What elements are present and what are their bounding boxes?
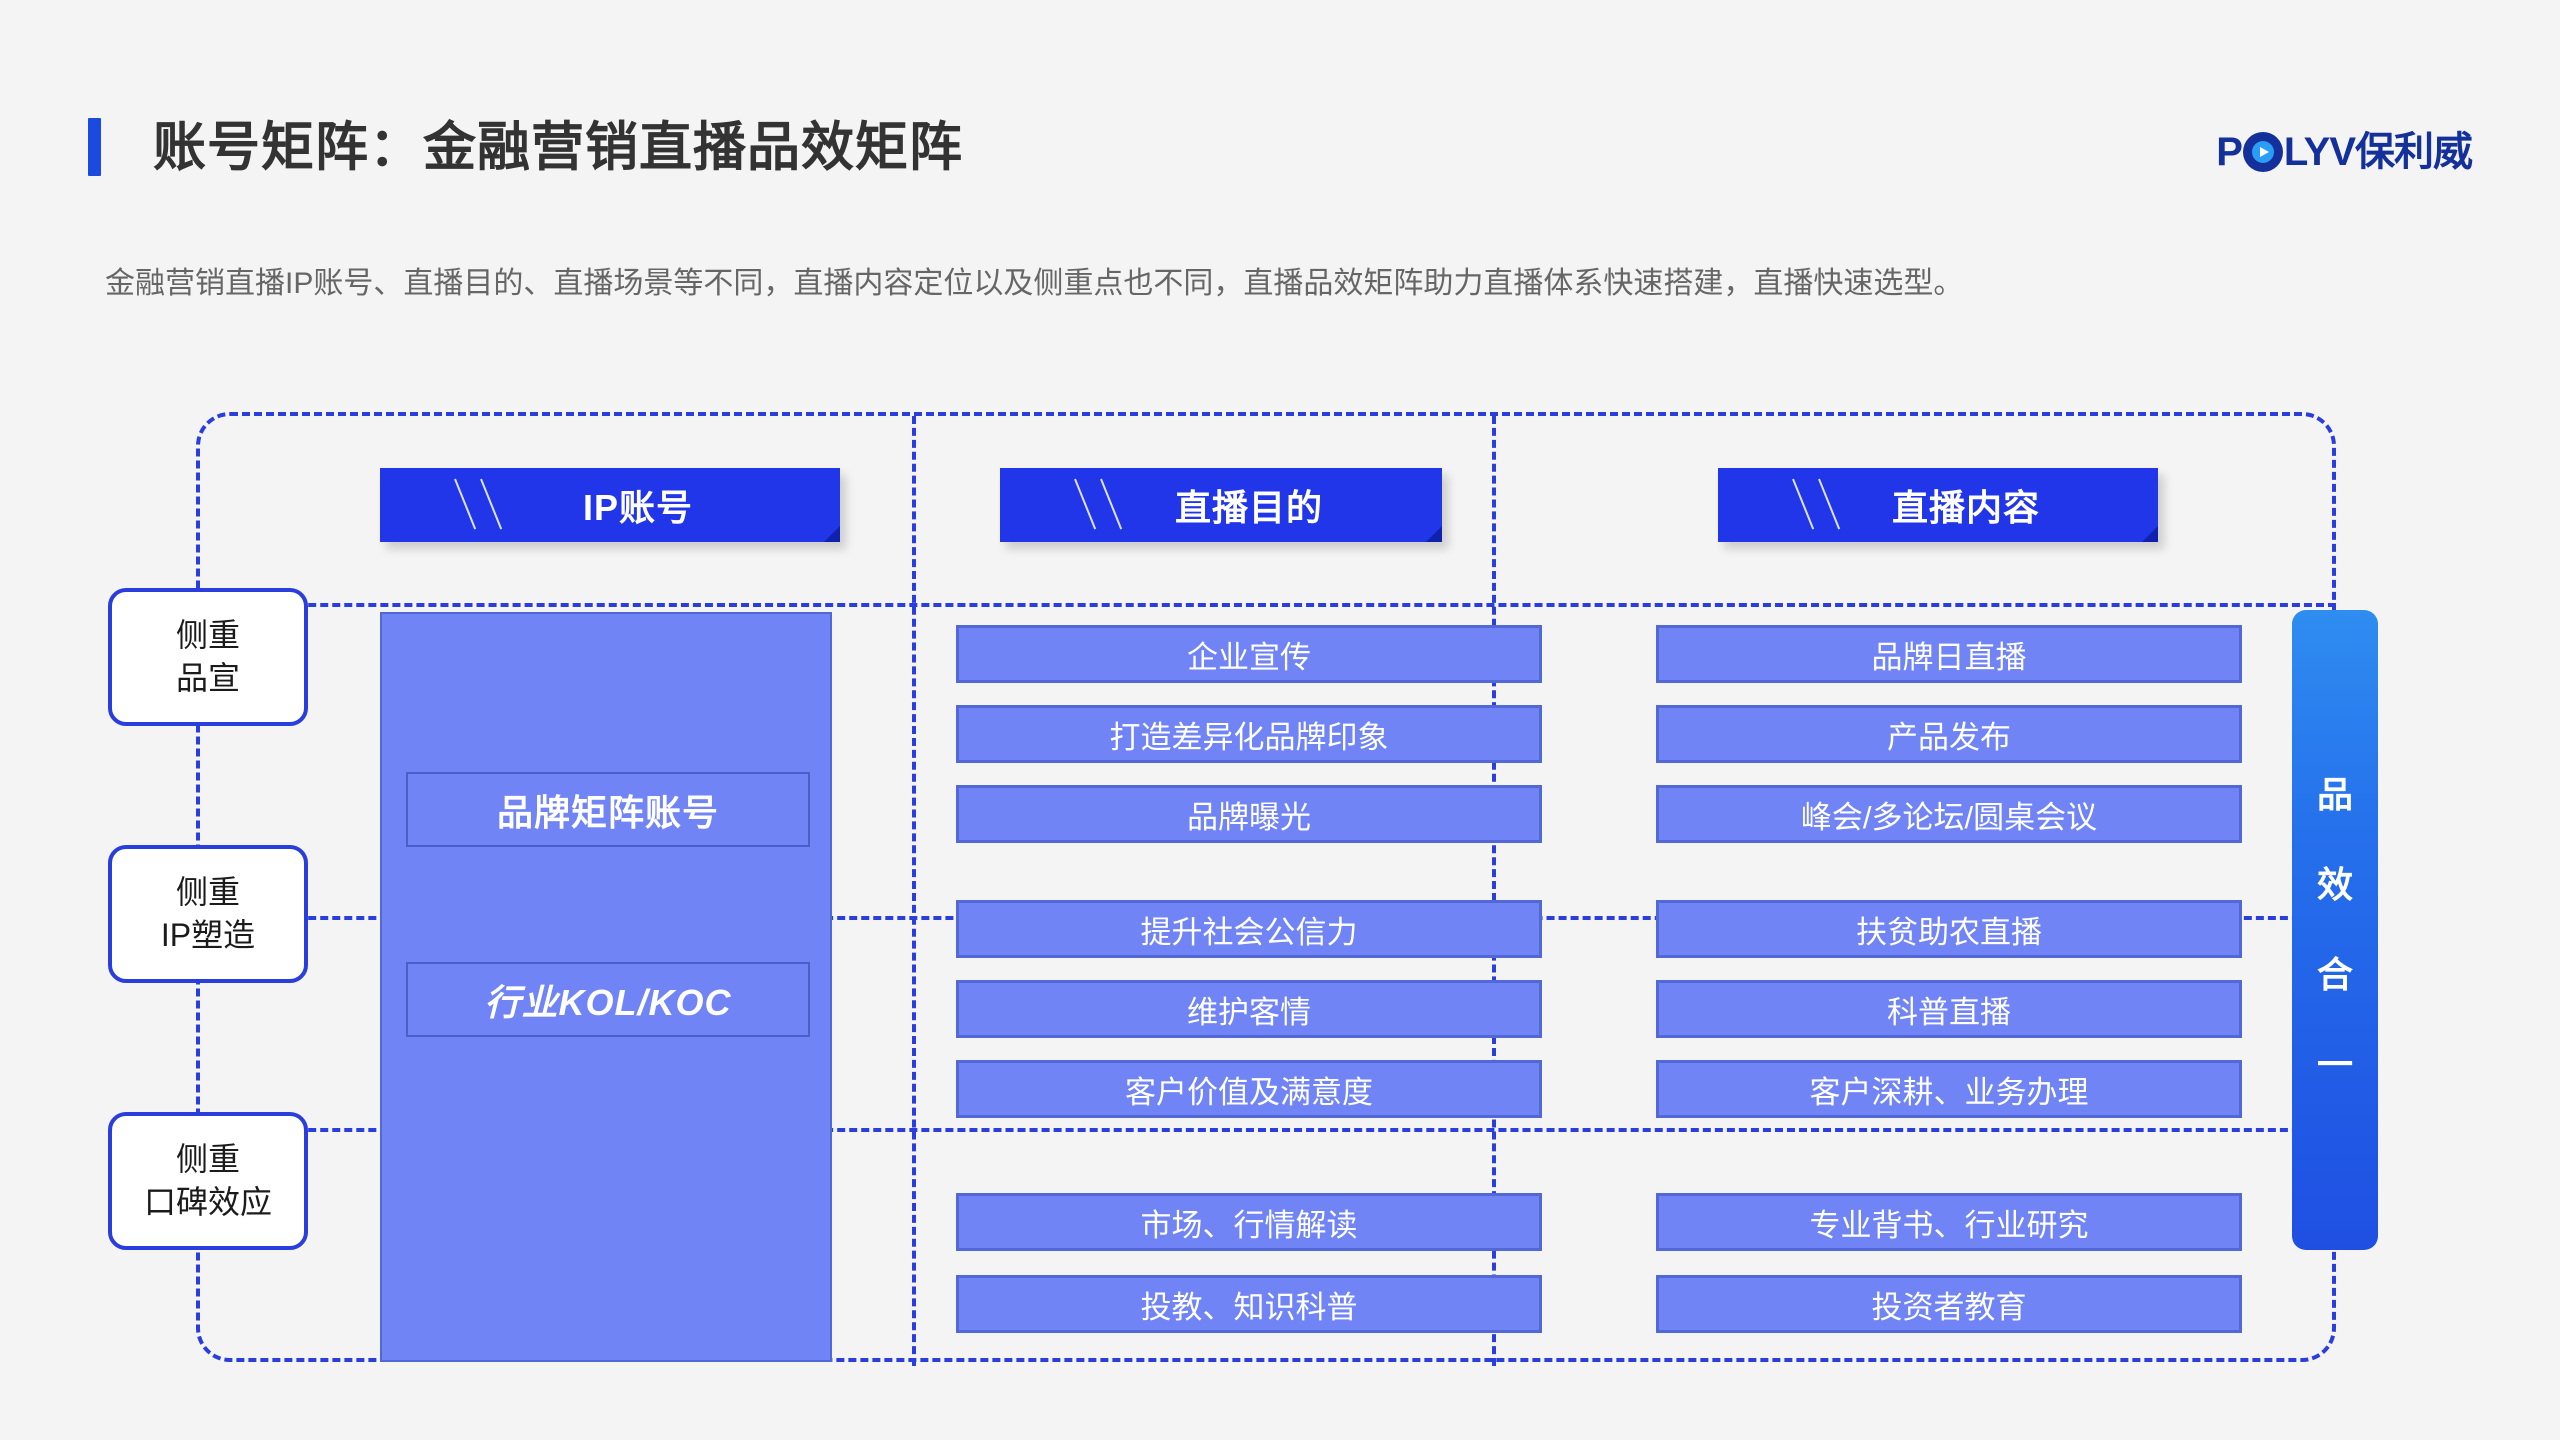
right-bar-char: 效 (2316, 864, 2353, 905)
content-cell[interactable]: 品牌日直播 (1656, 625, 2242, 683)
column-header-label: 直播内容 (1891, 487, 2040, 528)
logo-letters-lyv: LYV (2283, 130, 2356, 174)
page-header: 账号矩阵：金融营销直播品效矩阵 P LYV 保利威 (0, 0, 2560, 210)
column-header-live-purpose[interactable]: 直播目的 (1000, 468, 1442, 542)
row-label-ip-building: 侧重 IP塑造 (108, 845, 308, 983)
content-cell[interactable]: 科普直播 (1656, 980, 2242, 1038)
corner-fold-icon (1426, 526, 1442, 542)
logo-brand-cn: 保利威 (2355, 130, 2473, 174)
purpose-cell[interactable]: 提升社会公信力 (956, 900, 1542, 958)
row-label-brand-promotion: 侧重 品宣 (108, 588, 308, 726)
ip-account-label: 行业KOL/KOC (484, 981, 732, 1023)
row-label-line1: 侧重 (175, 616, 240, 653)
row-divider-3 (200, 1128, 2336, 1132)
content-cell[interactable]: 产品发布 (1656, 705, 2242, 763)
row-label-line1: 侧重 (175, 1140, 240, 1177)
row-label-line2: 品宣 (175, 660, 240, 696)
logo-text: P LYV 保利威 (2216, 130, 2473, 174)
row-divider-1 (200, 603, 2336, 607)
ip-account-industry-kol[interactable]: 行业KOL/KOC (406, 962, 810, 1037)
right-bar-char: 一 (2316, 1044, 2353, 1085)
corner-fold-icon (824, 526, 840, 542)
ip-account-column: 品牌矩阵账号 行业KOL/KOC (380, 612, 832, 1362)
purpose-cell[interactable]: 维护客情 (956, 980, 1542, 1038)
row-label-line2: 口碑效应 (143, 1184, 272, 1220)
row-label-line1: 侧重 (175, 873, 240, 910)
content-cell[interactable]: 客户深耕、业务办理 (1656, 1060, 2242, 1118)
ip-account-brand-matrix[interactable]: 品牌矩阵账号 (406, 772, 810, 847)
right-bar-char: 合 (2316, 954, 2353, 995)
slash-decoration-icon (438, 468, 518, 542)
content-cell[interactable]: 专业背书、行业研究 (1656, 1193, 2242, 1251)
purpose-cell[interactable]: 企业宣传 (956, 625, 1542, 683)
column-header-label: 直播目的 (1174, 487, 1323, 528)
title-row: 账号矩阵：金融营销直播品效矩阵 (88, 118, 963, 176)
purpose-cell[interactable]: 市场、行情解读 (956, 1193, 1542, 1251)
right-bar-char: 品 (2316, 774, 2353, 815)
title-accent-bar (88, 118, 101, 176)
content-cell[interactable]: 扶贫助农直播 (1656, 900, 2242, 958)
column-header-ip-account[interactable]: IP账号 (380, 468, 840, 542)
logo-play-icon (2242, 132, 2283, 172)
page-title: 账号矩阵：金融营销直播品效矩阵 (153, 117, 963, 177)
corner-fold-icon (2142, 526, 2158, 542)
slash-decoration-icon (1776, 468, 1856, 542)
column-divider-1 (912, 416, 916, 1366)
ip-account-label: 品牌矩阵账号 (496, 791, 719, 833)
purpose-cell[interactable]: 投教、知识科普 (956, 1275, 1542, 1333)
pin-xiao-he-yi-bar: 品 效 合 一 (2292, 610, 2378, 1250)
page-description: 金融营销直播IP账号、直播目的、直播场景等不同，直播内容定位以及侧重点也不同，直… (105, 267, 1964, 300)
play-triangle-icon (2259, 147, 2269, 157)
logo-letter-p: P (2216, 130, 2243, 174)
column-header-label: IP账号 (582, 487, 693, 528)
purpose-cell[interactable]: 品牌曝光 (956, 785, 1542, 843)
slash-decoration-icon (1058, 468, 1138, 542)
column-header-live-content[interactable]: 直播内容 (1718, 468, 2158, 542)
content-cell[interactable]: 峰会/多论坛/圆桌会议 (1656, 785, 2242, 843)
logo-inner-dot (2251, 141, 2274, 163)
row-label-line2: IP塑造 (160, 917, 256, 953)
column-divider-2 (1492, 416, 1496, 1366)
row-label-word-of-mouth: 侧重 口碑效应 (108, 1112, 308, 1250)
purpose-cell[interactable]: 客户价值及满意度 (956, 1060, 1542, 1118)
content-cell[interactable]: 投资者教育 (1656, 1275, 2242, 1333)
polyv-logo: P LYV 保利威 (2216, 128, 2473, 176)
purpose-cell[interactable]: 打造差异化品牌印象 (956, 705, 1542, 763)
